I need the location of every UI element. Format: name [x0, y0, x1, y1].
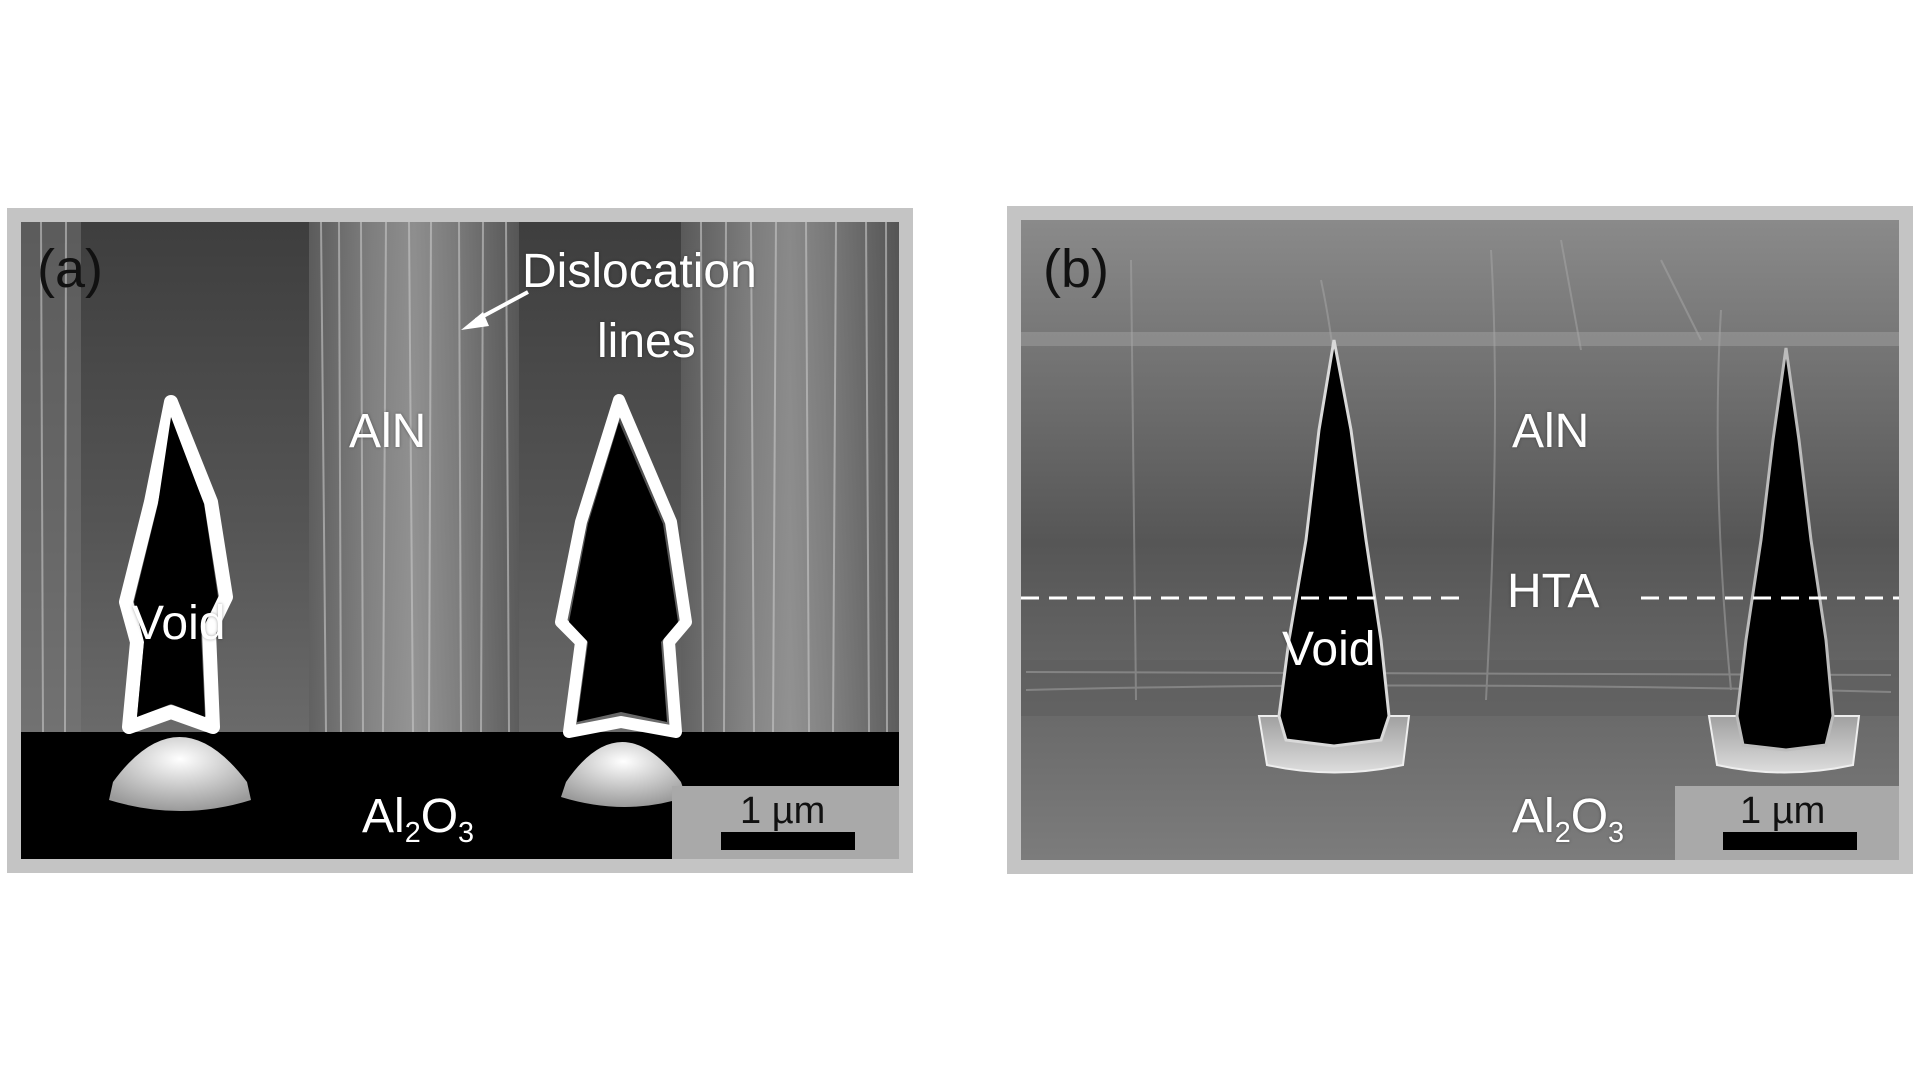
- void-a-1: [134, 417, 218, 717]
- void-a-2: [569, 422, 678, 722]
- void-b-2: [1735, 347, 1835, 752]
- panel-a-void-label: Void: [132, 597, 226, 650]
- panel-a-aln-label: AlN: [349, 405, 427, 458]
- panel-b: (b) AlN HTA Void Al2O3 1 µm: [1007, 206, 1913, 874]
- void-b-1: [1277, 339, 1391, 748]
- panel-a-annotation-line2: lines: [597, 315, 696, 368]
- panel-a-scale-text: 1 µm: [740, 790, 826, 832]
- panel-a-letter: (a): [37, 239, 103, 299]
- panel-a-sem-image: [21, 222, 899, 859]
- panel-b-hta-label: HTA: [1507, 565, 1600, 618]
- panel-b-substrate-label: Al2O3: [1512, 790, 1625, 850]
- panel-a-substrate-label: Al2O3: [362, 790, 475, 850]
- arrow-icon: [461, 290, 529, 330]
- panel-b-letter: (b): [1043, 239, 1109, 299]
- panel-a: (a) AlN Void Dislocation lines Al2O3 1 µ…: [7, 208, 913, 873]
- panel-b-aln-label: AlN: [1512, 405, 1590, 458]
- panel-b-scale-text: 1 µm: [1740, 790, 1826, 832]
- panel-b-scale-bar: [1723, 832, 1857, 850]
- panel-b-sem-image: [1021, 220, 1899, 860]
- panel-a-annotation-line1: Dislocation: [522, 245, 757, 298]
- panel-b-void-label: Void: [1282, 623, 1376, 676]
- panel-a-scale-bar: [721, 832, 855, 850]
